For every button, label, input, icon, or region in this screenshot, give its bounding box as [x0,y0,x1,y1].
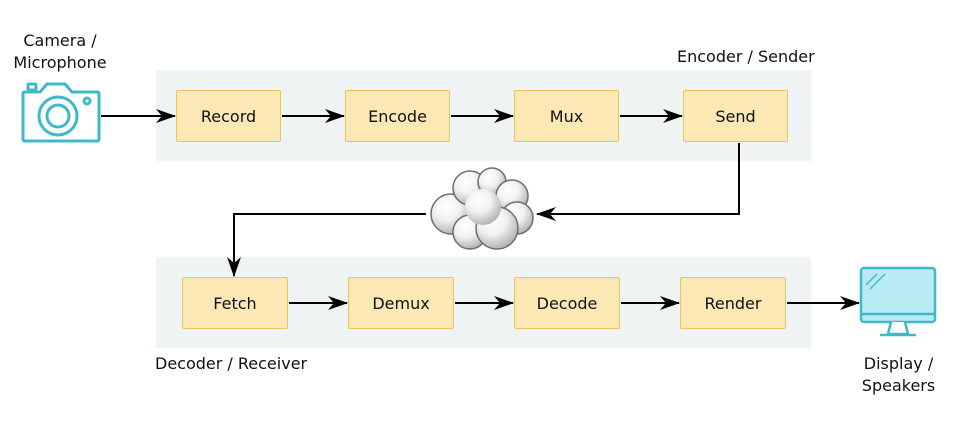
camera-label: Camera / Microphone [0,30,120,74]
arrow-cloud-to-fetch [227,213,426,277]
record-box: Record [176,90,281,142]
arrow-send-to-cloud [536,143,740,221]
encoder-group-label: Encoder / Sender [677,47,815,66]
camera-label-line1: Camera / [23,31,97,50]
fetch-box: Fetch [182,277,288,329]
camera-icon [21,82,101,143]
monitor-icon [859,266,937,337]
camera-label-line2: Microphone [13,53,107,72]
render-box: Render [680,277,786,329]
cloud-icon [430,167,534,250]
decoder-group-label: Decoder / Receiver [155,354,308,373]
encode-box: Encode [345,90,450,142]
display-label: Display / Speakers [840,353,957,397]
demux-box: Demux [348,277,454,329]
display-label-line1: Display / [863,354,934,373]
decode-box: Decode [514,277,620,329]
send-box: Send [683,90,788,142]
mux-box: Mux [514,90,619,142]
network-arrows [227,143,740,277]
display-label-line2: Speakers [861,376,936,395]
